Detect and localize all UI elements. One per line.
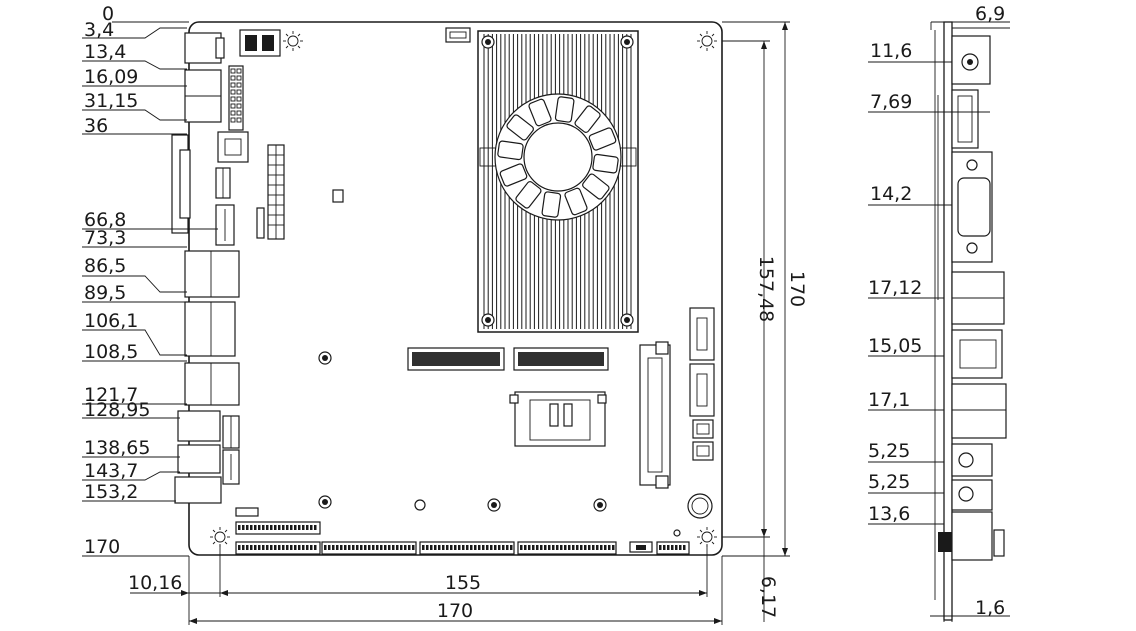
dim-label: 121,7: [84, 384, 138, 406]
side-dim-label: 17,1: [868, 389, 910, 411]
board-side-view: [868, 21, 1010, 622]
sodimm-slot: [639, 341, 671, 489]
cpu-fan: [494, 93, 622, 221]
side-audio-jack-1: [951, 443, 993, 477]
connector-vertical-small: [215, 204, 235, 246]
dim-label: 86,5: [84, 255, 126, 277]
sata-connector-1: [689, 307, 715, 361]
io-usb-stack-bottom: [184, 362, 240, 406]
pin-header-vertical-1: [228, 65, 244, 131]
power-terminal-block: [239, 29, 281, 57]
dim-label: 153,2: [84, 481, 138, 503]
dim-label: 0: [102, 3, 114, 25]
io-audio-jack-1: [177, 410, 221, 442]
side-usb-stack-2: [951, 383, 1007, 439]
mounting-hole-top-right: [697, 31, 717, 51]
mpcie-slot-2: [513, 347, 609, 371]
dim-label: 143,7: [84, 460, 138, 482]
mpcie-slot-1: [407, 347, 505, 371]
dim-board-height: 170: [786, 271, 808, 307]
fan-header: [445, 27, 471, 43]
jumper-tiny: [332, 189, 344, 203]
jumper-small: [256, 207, 265, 239]
mounting-hole-bottom-left: [210, 527, 230, 547]
dim-label: 31,15: [84, 90, 138, 112]
side-dim-label: 17,12: [868, 277, 922, 299]
side-lan: [951, 329, 1003, 379]
side-view-labels: 6,9 11,6 7,69 14,2 17,12 15,05 17,1 5,25…: [868, 3, 1005, 619]
side-dim-label: 11,6: [870, 40, 912, 62]
side-leaders: [868, 61, 1010, 622]
side-dim-label: 7,69: [870, 91, 912, 113]
bottom-headers: [235, 507, 690, 555]
dim-label: 66,8: [84, 209, 126, 231]
sata-connector-2: [689, 363, 715, 417]
side-bottom-connector: [938, 511, 1005, 561]
dim-bottom-offset: 6,17: [757, 576, 779, 618]
side-usb-stack-1: [951, 271, 1005, 325]
io-bottom-connector: [174, 476, 222, 504]
side-dc-jack: [951, 35, 991, 85]
io-audio-jack-2: [177, 444, 221, 474]
power-header-2: [692, 441, 714, 461]
dim-label: 16,09: [84, 66, 138, 88]
sim-card-holder: [509, 391, 607, 447]
side-dim-label: 14,2: [870, 183, 912, 205]
pin-header-small: [215, 167, 231, 199]
io-dc-jack: [184, 32, 225, 64]
io-usb-stack-top: [184, 69, 222, 123]
power-header-1: [692, 419, 714, 439]
side-dim-label: 5,25: [868, 471, 910, 493]
dim-hole-span-vertical: 157,48: [755, 256, 777, 322]
standoffs: [318, 351, 681, 537]
side-dim-bottom: 1,6: [975, 597, 1005, 619]
cpu-heatsink: [477, 30, 639, 333]
side-dim-label: 15,05: [868, 335, 922, 357]
board-top-view: [171, 21, 723, 556]
bottom-dimensions: [130, 545, 723, 625]
left-dimension-labels: 0 3,4 13,4 16,09 31,15 36 66,8 73,3 86,5…: [84, 3, 150, 558]
right-dimension-labels: 157,48 170 6,17: [755, 256, 808, 618]
dim-label: 13,4: [84, 41, 126, 63]
pin-header-audio: [222, 415, 240, 449]
dim-board-width: 170: [437, 600, 473, 622]
side-audio-jack-2: [951, 479, 993, 511]
side-dim-label: 13,6: [868, 503, 910, 525]
mounting-hole-bottom-right: [697, 527, 717, 547]
dim-hole-span-horizontal: 155: [445, 572, 481, 594]
left-dimension-leaders: [82, 21, 218, 557]
side-hdmi: [951, 89, 979, 149]
dim-label: 108,5: [84, 341, 138, 363]
dim-label: 3,4: [84, 19, 114, 41]
dim-label: 89,5: [84, 282, 126, 304]
dim-label: 128,95: [84, 399, 150, 421]
dim-label: 106,1: [84, 310, 138, 332]
right-dimensions: [722, 21, 790, 622]
io-lan-port-1: [184, 250, 240, 298]
dim-label: 138,65: [84, 437, 150, 459]
pin-header-vertical-2: [267, 144, 285, 240]
mounting-hole-top-left: [283, 31, 303, 51]
cmos-battery: [687, 493, 713, 519]
connector-audio-small: [222, 449, 240, 485]
dim-left-offset: 10,16: [128, 572, 182, 594]
side-dim-top: 6,9: [975, 3, 1005, 25]
ic-chip-square: [217, 131, 249, 163]
dim-label: 36: [84, 115, 108, 137]
io-vga-port: [171, 134, 191, 234]
side-vga: [951, 151, 993, 263]
dim-label: 73,3: [84, 227, 126, 249]
side-dim-label: 5,25: [868, 440, 910, 462]
bottom-dimension-labels: 10,16 155 170: [128, 572, 481, 622]
io-lan-port-2: [184, 301, 236, 357]
dim-label: 170: [84, 536, 120, 558]
